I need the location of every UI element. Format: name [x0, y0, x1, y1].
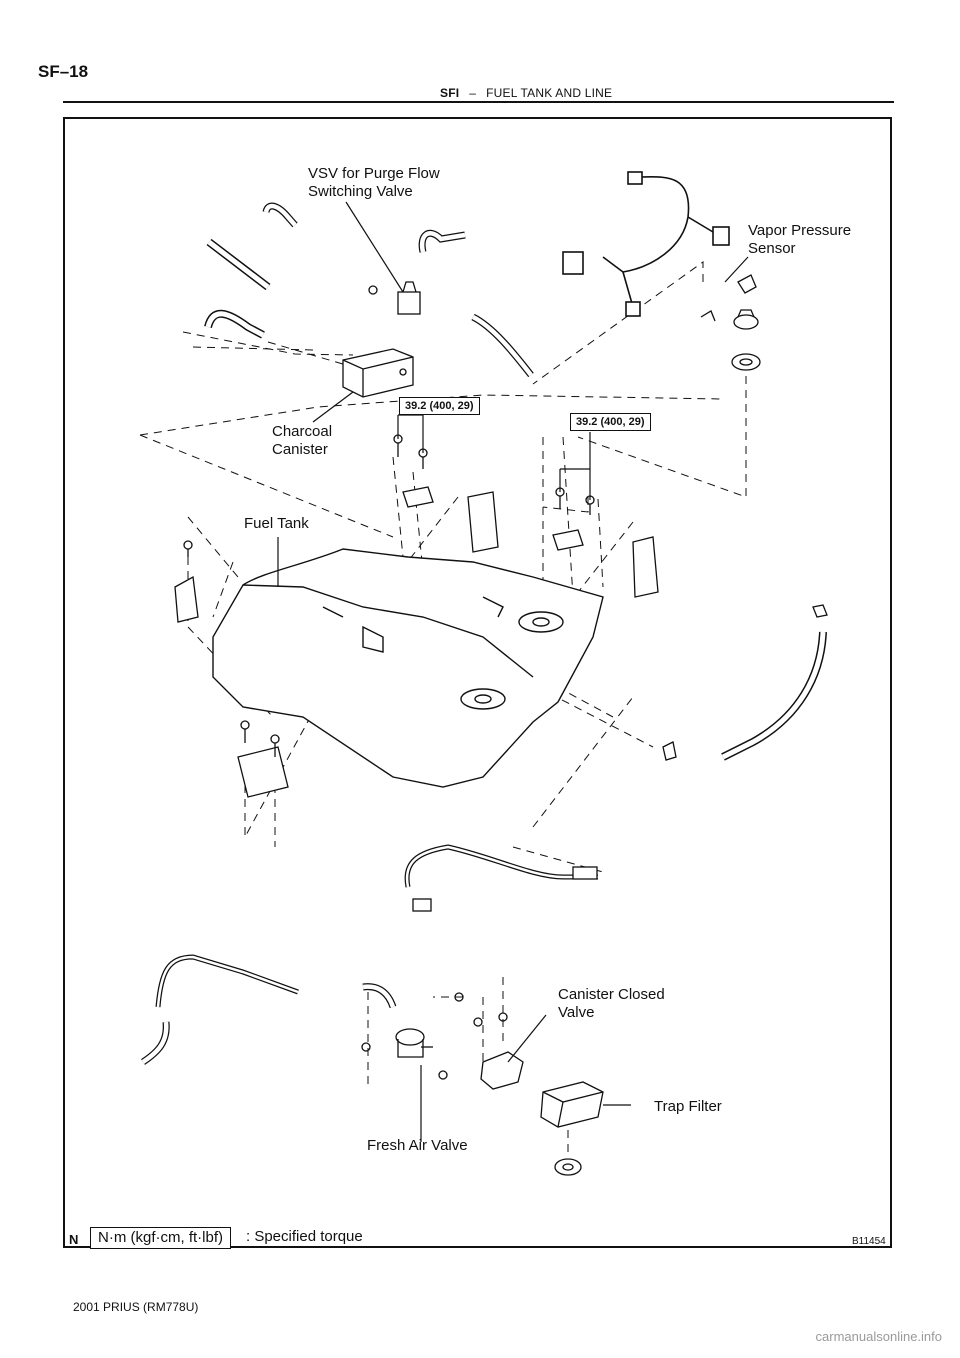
label-line: Canister Closed: [558, 986, 665, 1003]
canister-closed-valve-part: [361, 992, 524, 1090]
label-vsv-purge-flow-switching-valve: VSV for Purge Flow Switching Valve: [308, 165, 440, 201]
wire-harness: [562, 171, 730, 317]
leader-lines: [277, 201, 749, 1142]
vapor-sensor-parts: [700, 274, 761, 371]
torque-spec-tank-bracket: 39.2 (400, 29): [570, 413, 651, 431]
label-canister-closed-valve: Canister Closed Valve: [558, 986, 665, 1022]
header-rule: [63, 101, 894, 103]
upper-vent-hoses: [204, 202, 534, 378]
fuel-tank-body: [212, 548, 604, 788]
watermark-text: carmanualsonline.info: [815, 1329, 942, 1344]
label-trap-filter: Trap Filter: [654, 1098, 722, 1115]
vsv-purge-valve: [368, 281, 421, 315]
diagram-frame: [63, 117, 892, 1248]
label-line: Switching Valve: [308, 183, 413, 200]
figure-code: B11454: [852, 1236, 886, 1247]
page-header-title: SFI–FUEL TANK AND LINE: [440, 86, 612, 100]
trap-filter-part: [540, 1081, 604, 1176]
label-charcoal-canister: Charcoal Canister: [272, 423, 332, 459]
torque-unit-box: N·m (kgf·cm, ft·lbf): [90, 1227, 231, 1249]
exploded-view-diagram: [139, 171, 828, 1176]
fuel-lower-lines: [141, 954, 397, 1065]
header-separator: –: [469, 86, 477, 100]
label-vapor-pressure-sensor: Vapor Pressure Sensor: [748, 222, 851, 258]
section-title: FUEL TANK AND LINE: [486, 86, 613, 100]
label-line: Valve: [558, 1004, 595, 1021]
page-number: SF–18: [38, 62, 89, 81]
assembly-guide-lines: [139, 261, 747, 1157]
torque-spec-canister-bracket: 39.2 (400, 29): [399, 397, 480, 415]
page-footer: 2001 PRIUS (RM778U): [73, 1300, 199, 1314]
label-line: Charcoal: [272, 423, 333, 440]
fuel-vapor-line: [404, 844, 598, 912]
torque-legend-description: : Specified torque: [246, 1228, 363, 1245]
label-line: Sensor: [748, 240, 796, 257]
label-line: VSV for Purge Flow: [308, 165, 440, 182]
fuel-return-hose: [662, 604, 828, 761]
label-fuel-tank: Fuel Tank: [244, 515, 309, 532]
label-fresh-air-valve: Fresh Air Valve: [367, 1137, 468, 1154]
north-mark: N: [69, 1232, 79, 1247]
fresh-air-valve-part: [395, 1028, 433, 1058]
label-line: Vapor Pressure: [748, 222, 852, 239]
charcoal-canister: [342, 348, 414, 398]
section-code: SFI: [440, 86, 460, 100]
label-line: Canister: [272, 441, 328, 458]
mounting-brackets: [174, 434, 659, 798]
